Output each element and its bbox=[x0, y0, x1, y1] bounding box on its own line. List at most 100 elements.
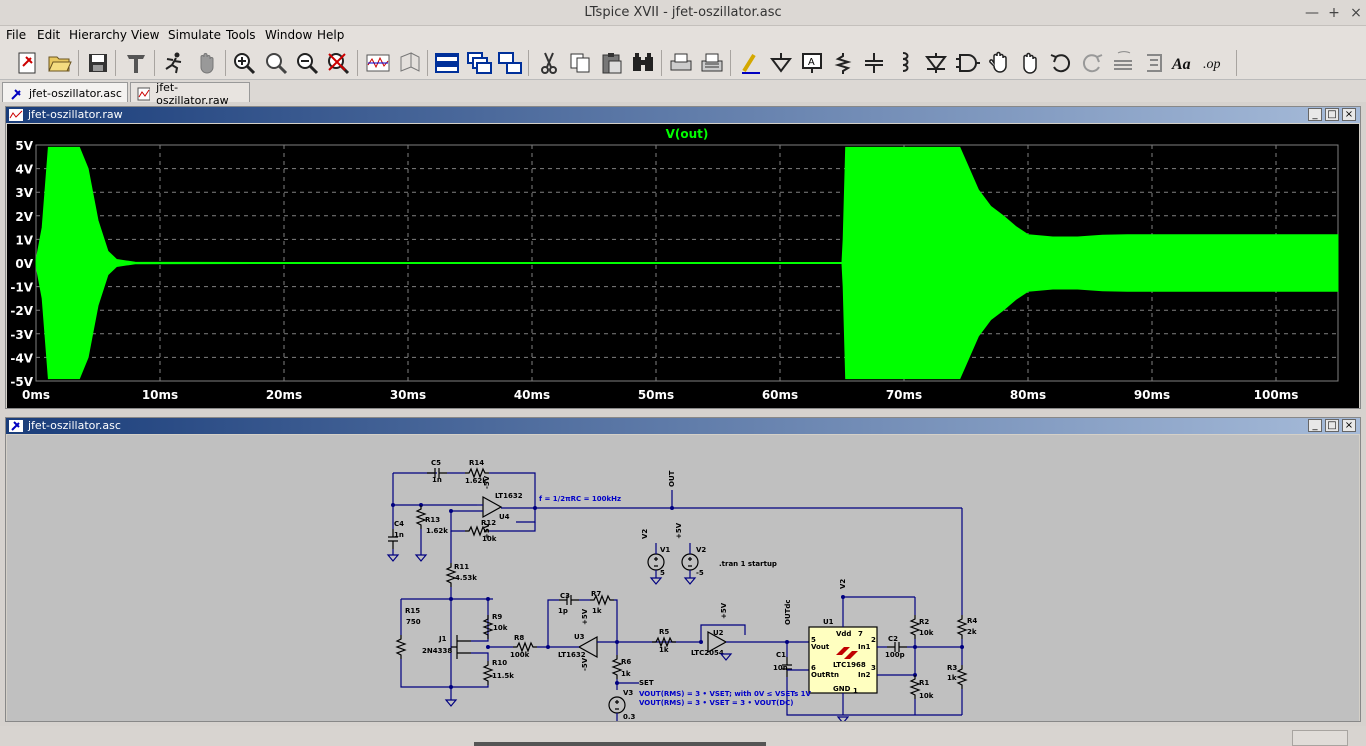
schematic-label: R12 bbox=[481, 519, 496, 527]
schematic-label: 1k bbox=[621, 670, 631, 678]
schematic-maximize-button[interactable]: □ bbox=[1325, 419, 1339, 432]
schematic-label: 2N4338 bbox=[422, 647, 452, 655]
waveform-window-titlebar[interactable]: jfet-oszillator.raw _ □ × bbox=[6, 107, 1360, 123]
copy-icon[interactable] bbox=[567, 49, 595, 77]
y-tick-label: 2V bbox=[15, 210, 33, 224]
schematic-label: R13 bbox=[425, 516, 440, 524]
tab-waveform[interactable]: jfet-oszillator.raw bbox=[130, 81, 250, 107]
wire bbox=[471, 652, 489, 661]
pan-icon[interactable] bbox=[263, 49, 291, 77]
menu-view[interactable]: View bbox=[131, 28, 160, 42]
run-simulation-icon[interactable] bbox=[160, 49, 188, 77]
schematic-drawing[interactable]: C51nR141.62kC41nR131.62kLT1632U4-5V+5VR1… bbox=[7, 435, 1359, 724]
maximize-button[interactable]: + bbox=[1328, 5, 1340, 21]
tile-horizontal-icon[interactable] bbox=[433, 49, 461, 77]
schematic-label: 1.62k bbox=[426, 527, 448, 535]
redo-icon[interactable] bbox=[1078, 49, 1106, 77]
waveform-icon bbox=[137, 87, 151, 100]
schematic-window-icon bbox=[9, 420, 23, 432]
undo-icon[interactable] bbox=[1047, 49, 1075, 77]
x-tick-label: 30ms bbox=[390, 388, 426, 402]
component-symbol bbox=[782, 657, 792, 677]
menu-help[interactable]: Help bbox=[317, 28, 345, 42]
menu-simulate[interactable]: Simulate bbox=[168, 28, 222, 42]
schematic-label: 750 bbox=[406, 618, 421, 626]
spice-directive-icon[interactable]: .op bbox=[1202, 49, 1230, 77]
text-tool-icon[interactable]: Aa bbox=[1171, 49, 1199, 77]
mirror-icon[interactable] bbox=[1140, 49, 1168, 77]
new-schematic-icon[interactable] bbox=[14, 49, 42, 77]
schematic-label: 10k bbox=[919, 629, 934, 637]
schematic-label: 3 bbox=[871, 664, 876, 672]
control-panel-icon[interactable] bbox=[122, 49, 150, 77]
drag-hand-icon[interactable] bbox=[1016, 49, 1044, 77]
y-tick-label: -5V bbox=[10, 375, 33, 389]
schematic-close-button[interactable]: × bbox=[1342, 419, 1356, 432]
component-symbol bbox=[909, 615, 921, 639]
component-icon[interactable] bbox=[953, 49, 981, 77]
component-symbol bbox=[688, 557, 692, 567]
open-folder-icon[interactable] bbox=[46, 49, 74, 77]
voltage-source bbox=[681, 553, 699, 571]
find-icon[interactable] bbox=[629, 49, 657, 77]
waveform-maximize-button[interactable]: □ bbox=[1325, 108, 1339, 121]
ground-icon[interactable] bbox=[767, 49, 795, 77]
label-net-icon[interactable]: A bbox=[798, 49, 826, 77]
capacitor-icon[interactable] bbox=[860, 49, 888, 77]
close-button[interactable]: × bbox=[1350, 5, 1362, 21]
junction bbox=[670, 506, 674, 510]
rotate-icon[interactable] bbox=[1109, 49, 1137, 77]
minimize-button[interactable]: — bbox=[1305, 5, 1319, 21]
schematic-label: U4 bbox=[499, 513, 510, 521]
schematic-label: 1p bbox=[558, 607, 568, 615]
edit-symbol-icon[interactable] bbox=[396, 49, 424, 77]
halt-simulation-icon[interactable] bbox=[193, 49, 221, 77]
component-symbol bbox=[445, 563, 457, 587]
print-preview-icon[interactable] bbox=[667, 49, 695, 77]
zoom-fit-icon[interactable] bbox=[325, 49, 353, 77]
wire bbox=[400, 659, 451, 688]
menu-file[interactable]: File bbox=[6, 28, 27, 42]
inductor-icon[interactable] bbox=[891, 49, 919, 77]
junction bbox=[449, 597, 453, 601]
ground-symbol bbox=[444, 699, 458, 707]
x-tick-label: 100ms bbox=[1254, 388, 1299, 402]
plot-settings-icon[interactable] bbox=[364, 49, 392, 77]
schematic-label: 4.53k bbox=[455, 574, 477, 582]
zoom-in-icon[interactable] bbox=[231, 49, 259, 77]
save-icon[interactable] bbox=[84, 49, 112, 77]
menu-window[interactable]: Window bbox=[265, 28, 313, 42]
cut-icon[interactable] bbox=[535, 49, 563, 77]
title-bar: LTspice XVII - jfet-oszillator.asc — + × bbox=[0, 0, 1366, 26]
tab-schematic[interactable]: jfet-oszillator.asc bbox=[2, 82, 128, 102]
waveform-minimize-button[interactable]: _ bbox=[1308, 108, 1322, 121]
menu-edit[interactable]: Edit bbox=[37, 28, 61, 42]
component-symbol bbox=[451, 635, 471, 659]
component-symbol bbox=[482, 661, 494, 685]
schematic-label: R3 bbox=[947, 664, 957, 672]
draw-wire-icon[interactable] bbox=[737, 49, 765, 77]
schematic-minimize-button[interactable]: _ bbox=[1308, 419, 1322, 432]
schematic-label: C5 bbox=[431, 459, 441, 467]
schematic-label: 1.62k bbox=[465, 477, 487, 485]
move-hand-icon[interactable] bbox=[985, 49, 1013, 77]
plot-trace-title: V(out) bbox=[666, 127, 709, 141]
waveform-close-button[interactable]: × bbox=[1342, 108, 1356, 121]
horizontal-scrollbar[interactable] bbox=[474, 742, 766, 746]
resistor-icon[interactable] bbox=[829, 49, 857, 77]
paste-icon[interactable] bbox=[598, 49, 626, 77]
print-icon[interactable] bbox=[698, 49, 726, 77]
schematic-label: V2 bbox=[696, 546, 706, 554]
cascade-windows-icon[interactable] bbox=[465, 49, 493, 77]
schematic-window-titlebar[interactable]: jfet-oszillator.asc _ □ × bbox=[6, 418, 1360, 434]
zoom-out-icon[interactable] bbox=[294, 49, 322, 77]
menu-hierarchy[interactable]: Hierarchy bbox=[69, 28, 128, 42]
menu-tools[interactable]: Tools bbox=[226, 28, 256, 42]
linear-tech-logo-icon bbox=[836, 647, 858, 659]
schematic-label: 1k bbox=[659, 646, 669, 654]
diode-icon[interactable] bbox=[922, 49, 950, 77]
tile-vertical-icon[interactable] bbox=[496, 49, 524, 77]
